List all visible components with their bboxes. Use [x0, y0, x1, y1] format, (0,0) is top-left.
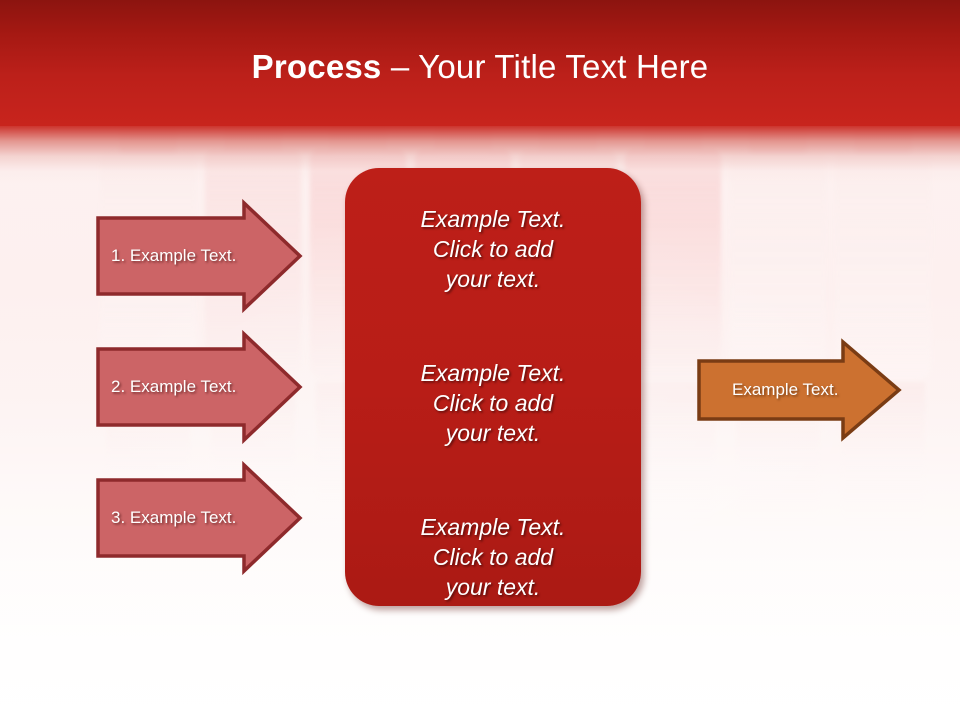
page-title: Process – Your Title Text Here: [0, 47, 960, 87]
panel-text-block-2: Example Text. Click to add your text.: [420, 360, 566, 446]
page-title-light: – Your Title Text Here: [381, 48, 709, 85]
center-content-panel[interactable]: Example Text. Click to add your text. Ex…: [345, 168, 641, 606]
step-arrow-1-label: 1. Example Text.: [111, 246, 237, 265]
step-arrow-1[interactable]: 1. Example Text.: [96, 198, 303, 314]
page-title-strong: Process: [251, 48, 382, 85]
step-arrow-2[interactable]: 2. Example Text.: [96, 329, 303, 445]
panel-text-block-3: Example Text. Click to add your text.: [420, 514, 566, 600]
output-arrow-label: Example Text.: [732, 380, 839, 399]
header-band: [0, 0, 960, 126]
step-arrow-2-label: 2. Example Text.: [111, 377, 237, 396]
step-arrow-3[interactable]: 3. Example Text.: [96, 460, 303, 576]
output-arrow[interactable]: Example Text.: [697, 338, 902, 442]
panel-text-block-1: Example Text. Click to add your text.: [420, 206, 566, 292]
step-arrow-3-label: 3. Example Text.: [111, 508, 237, 527]
